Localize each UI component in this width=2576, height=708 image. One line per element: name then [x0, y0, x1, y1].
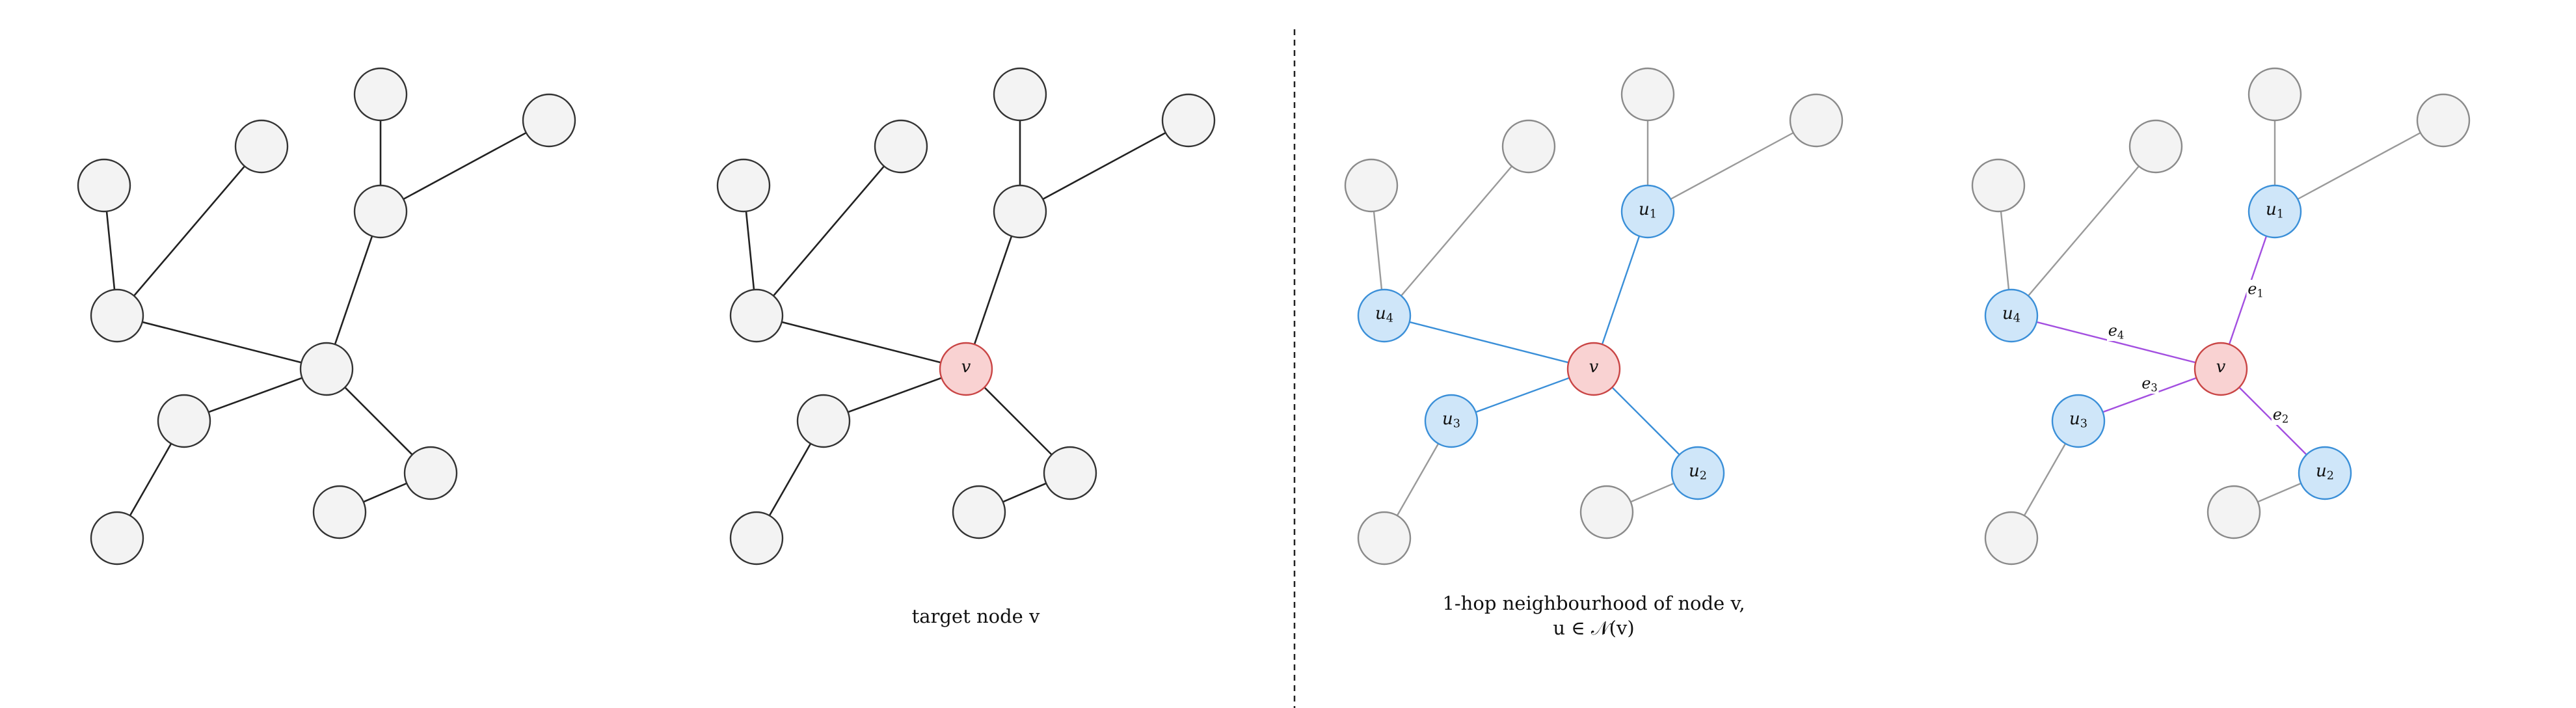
node-label-n2: u2	[2316, 461, 2334, 482]
edge-c-n4	[2011, 314, 2221, 370]
node-b1	[77, 158, 131, 213]
node-c	[299, 342, 354, 396]
caption-line: 1-hop neighbourhood of node v,	[1442, 592, 1745, 614]
caption-neighbourhood: 1-hop neighbourhood of node v, u ∈ 𝒩(v)	[1399, 591, 1789, 640]
node-n3	[796, 394, 851, 448]
edge-c-n1	[1592, 211, 1649, 370]
node-e1	[1357, 511, 1412, 565]
caption-line: u ∈ 𝒩(v)	[1553, 617, 1635, 639]
node-n4	[729, 288, 784, 343]
edge-n1-a2	[1647, 119, 1817, 213]
edge-label-e1: e1	[2247, 280, 2264, 299]
node-label-c: v	[1589, 357, 1599, 377]
edge-label-e3: e3	[2141, 374, 2158, 394]
node-label-n4: u4	[1375, 304, 1393, 325]
panel-graph	[77, 67, 576, 565]
node-d2	[312, 485, 367, 539]
node-n4	[90, 288, 144, 343]
node-e1	[729, 511, 784, 565]
node-b2	[2128, 119, 2183, 174]
edge-c-n4	[756, 314, 967, 370]
edge-label-backing	[2246, 280, 2265, 299]
node-c	[1566, 342, 1621, 396]
node-a2	[522, 93, 576, 148]
node-n1	[993, 184, 1047, 239]
edge-label-e2: e2	[2273, 405, 2289, 425]
node-a2	[1161, 93, 1216, 148]
node-b1	[1344, 158, 1399, 213]
edge-n1-a2	[1019, 119, 1189, 213]
node-d2	[952, 485, 1006, 539]
node-n4	[1984, 288, 2039, 343]
node-label-n1: u1	[2266, 200, 2284, 221]
edge-label-backing	[2140, 374, 2159, 394]
node-label-n3: u3	[1442, 409, 1460, 430]
node-b2	[874, 119, 928, 174]
node-c	[2194, 342, 2248, 396]
node-label-n1: u1	[1639, 200, 1657, 221]
node-b1	[716, 158, 771, 213]
node-d2	[2207, 485, 2261, 539]
node-e1	[1984, 511, 2039, 565]
node-n1	[1620, 184, 1675, 239]
edge-label-backing	[2272, 405, 2290, 425]
edge-n4-b2	[756, 146, 902, 316]
edge-n1-a2	[380, 119, 550, 213]
node-n1	[2247, 184, 2302, 239]
node-n2	[1043, 446, 1097, 500]
node-n3	[2051, 394, 2106, 448]
node-label-n4: u4	[2002, 304, 2020, 325]
edge-c-n4	[116, 314, 327, 370]
panel-neighbourhood: v u1 u2 u3 u4	[1344, 67, 1844, 565]
caption-line: target node v	[911, 605, 1040, 627]
node-e1	[90, 511, 144, 565]
edge-n4-b2	[1384, 146, 1529, 316]
edge-label-backing	[2107, 321, 2125, 341]
edge-n4-b2	[116, 146, 262, 316]
caption-target-node: target node v	[846, 604, 1106, 629]
edge-label-e4: e4	[2108, 321, 2125, 341]
node-n1	[353, 184, 408, 239]
node-b1	[1971, 158, 2026, 213]
edge-c-n1	[325, 211, 382, 370]
node-n4	[1357, 288, 1412, 343]
node-b2	[1501, 119, 1556, 174]
node-a2	[2416, 93, 2471, 148]
node-a1	[353, 67, 408, 122]
edge-n4-b2	[2011, 146, 2156, 316]
node-n3	[157, 394, 211, 448]
node-a1	[1620, 67, 1675, 122]
node-a2	[1789, 93, 1844, 148]
node-n2	[1670, 446, 1725, 500]
node-n3	[1424, 394, 1479, 448]
node-a1	[2247, 67, 2302, 122]
panel-edges: v u1 u2 u3 u4 e1 e2 e3 e4	[1971, 67, 2471, 565]
node-label-n3: u3	[2069, 409, 2087, 430]
node-c	[939, 342, 993, 396]
panel-target: v	[716, 67, 1216, 565]
node-n2	[403, 446, 458, 500]
node-n2	[2298, 446, 2352, 500]
edge-c-n4	[1384, 314, 1594, 370]
node-b2	[234, 119, 289, 174]
node-a1	[993, 67, 1047, 122]
node-label-c: v	[2216, 357, 2226, 377]
node-label-n2: u2	[1689, 461, 1707, 482]
edge-c-n1	[965, 211, 1021, 370]
node-d2	[1579, 485, 1634, 539]
edge-n1-a2	[2274, 119, 2444, 213]
node-label-c: v	[961, 357, 971, 377]
